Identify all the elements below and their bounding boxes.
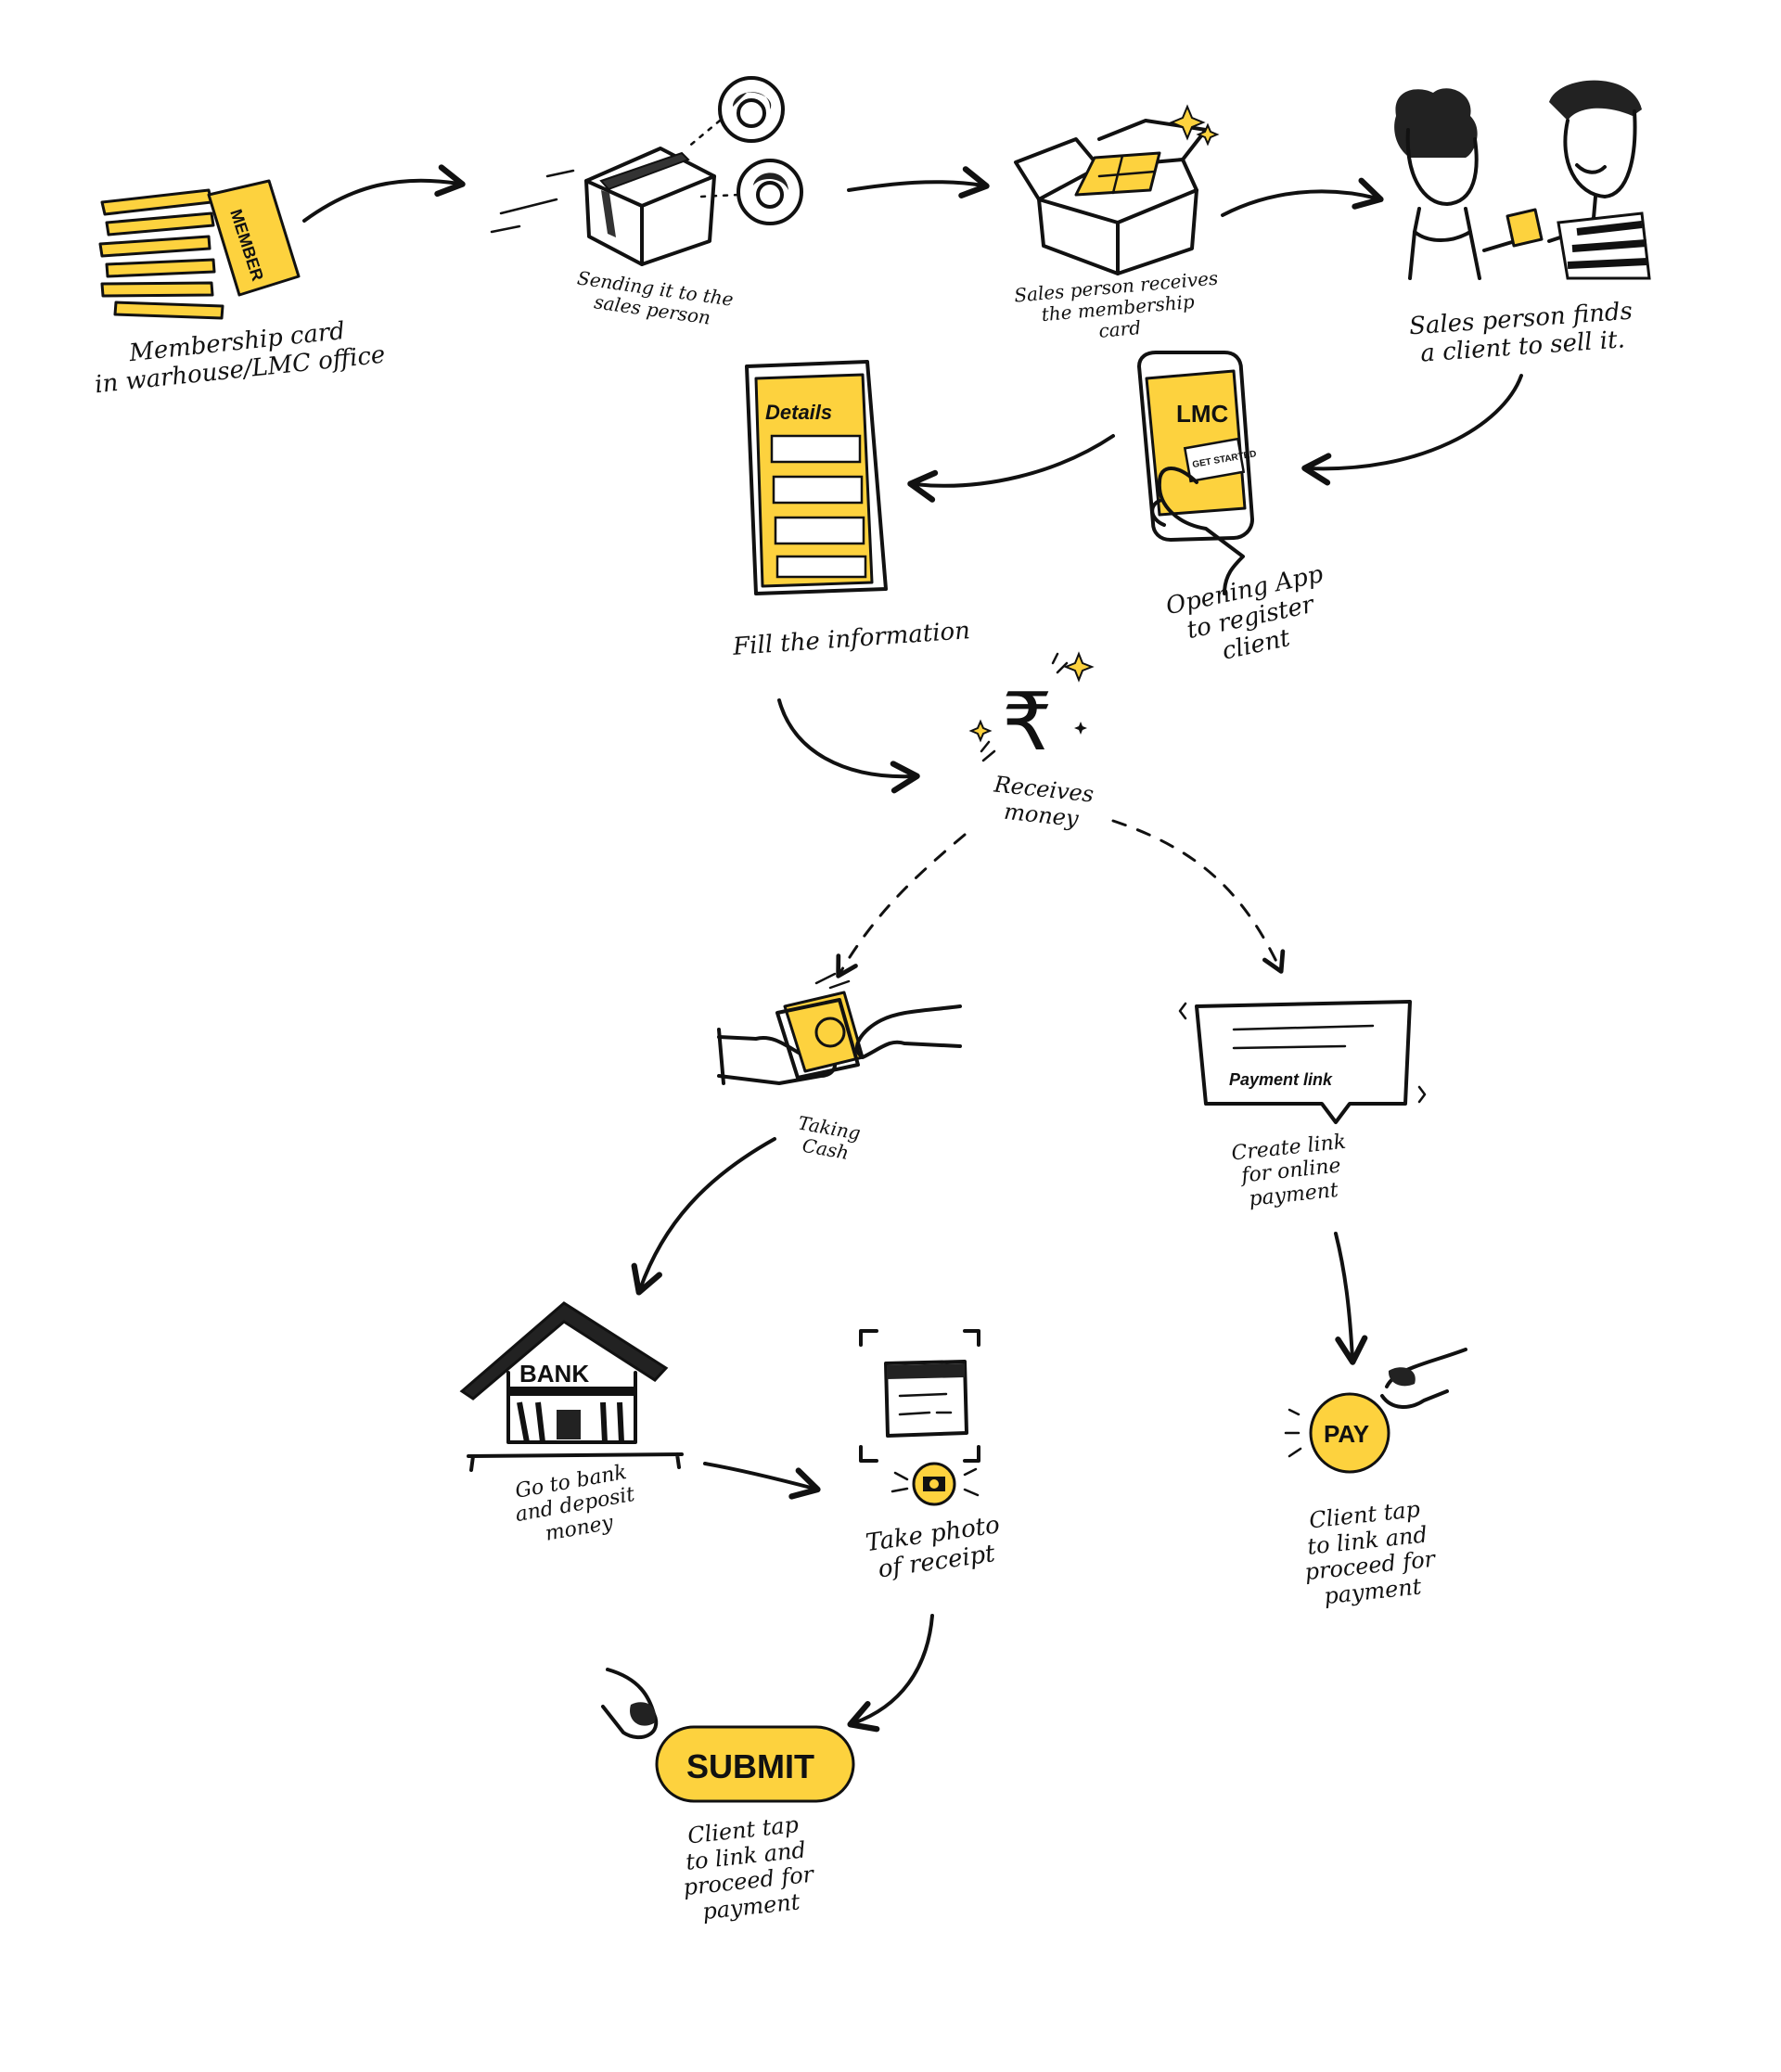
- arrow-cash-to-bank: [640, 1139, 775, 1289]
- arrow-sending-to-receives: [849, 182, 983, 190]
- phone-icon: LMC GET STARTED: [1139, 352, 1257, 594]
- speech-bubble-icon: Payment link: [1180, 1002, 1425, 1122]
- box-icon: [492, 148, 714, 264]
- arrow-receives-to-client: [1223, 191, 1377, 215]
- people-icon: [1394, 81, 1649, 278]
- form-icon: Details: [747, 362, 886, 594]
- arrow-link-to-pay: [1336, 1234, 1352, 1359]
- submit-button-text: SUBMIT: [686, 1747, 814, 1785]
- arrow-bank-to-photo: [705, 1464, 814, 1489]
- avatar-icon: [686, 78, 801, 224]
- arrow-client-to-app: [1308, 376, 1521, 468]
- flow-arrows: [304, 181, 1521, 1723]
- arrow-form-to-money: [779, 700, 914, 776]
- camera-icon: [861, 1331, 979, 1504]
- pay-button-icon: PAY: [1286, 1349, 1466, 1472]
- submit-button-icon: SUBMIT: [603, 1669, 853, 1801]
- rupee-symbol: ₹: [1002, 676, 1053, 769]
- open-box-icon: [1016, 107, 1217, 274]
- pay-button-text: PAY: [1324, 1420, 1369, 1448]
- arrow-photo-to-submit: [853, 1616, 932, 1723]
- form-title-text: Details: [765, 401, 832, 424]
- arrow-money-to-link: [1113, 821, 1280, 969]
- bank-icon: BANK: [462, 1303, 682, 1470]
- app-title-text: LMC: [1176, 400, 1229, 428]
- arrow-app-to-form: [914, 436, 1113, 486]
- arrow-warehouse-to-sending: [304, 181, 459, 221]
- arrow-money-to-cash: [839, 835, 965, 974]
- cash-hand-icon: [719, 974, 960, 1083]
- payment-link-text: Payment link: [1229, 1070, 1333, 1089]
- rupee-icon: ₹: [971, 654, 1092, 769]
- bank-sign-text: BANK: [519, 1360, 589, 1388]
- card-stack-icon: MEMBER: [100, 181, 299, 318]
